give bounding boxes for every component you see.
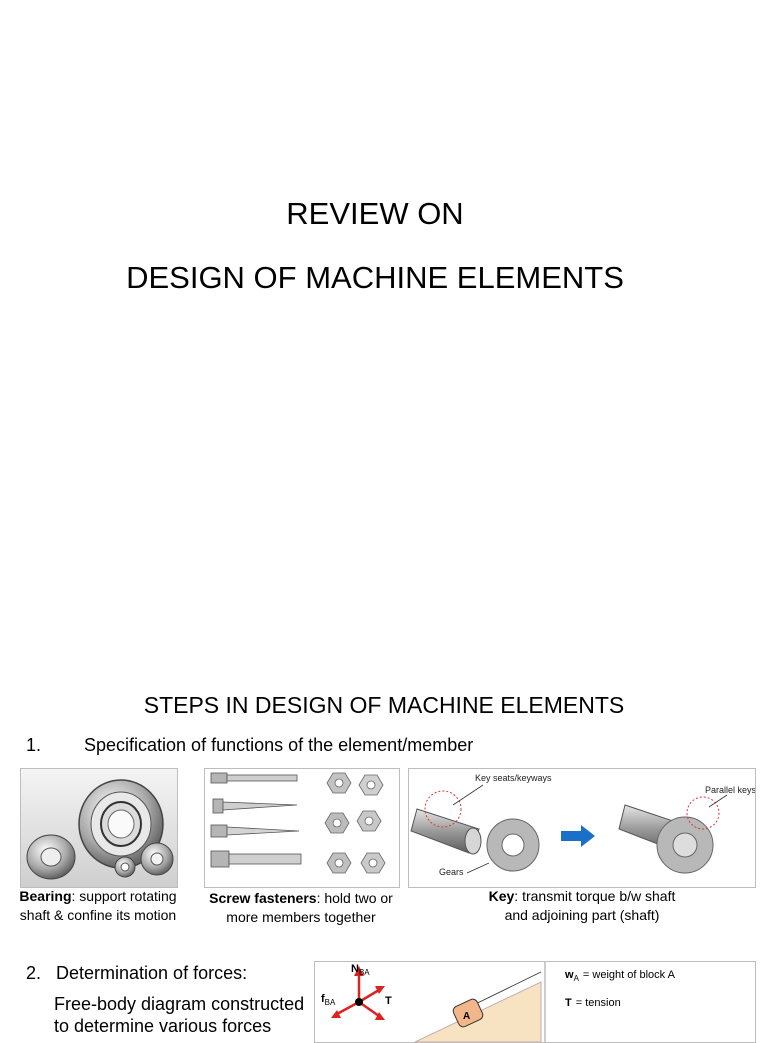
step1-number: 1. bbox=[26, 735, 42, 755]
fbd-t-label: T bbox=[385, 995, 392, 1007]
fbd-f-label: f bbox=[321, 993, 325, 1005]
screw-fasteners-desc-line2: more members together bbox=[226, 909, 376, 925]
fbd-f-sub: BA bbox=[325, 998, 336, 1007]
fbd-description: Free-body diagram constructed to determi… bbox=[54, 994, 305, 1036]
svg-text:T= tension: T = tension bbox=[565, 997, 621, 1009]
fbd-legend-w-sub: A bbox=[574, 974, 580, 983]
bearing-desc-line2: shaft & confine its motion bbox=[19, 907, 177, 923]
keyseats-label: Key seats/keyways bbox=[475, 773, 552, 783]
fbd-block-label: A bbox=[463, 1011, 470, 1022]
key-caption: Key: transmit torque b/w shaft and adjoi… bbox=[448, 887, 716, 925]
slide-heading: STEPS IN DESIGN OF MACHINE ELEMENTS bbox=[143, 692, 625, 718]
fbd-legend-w-text: = weight of block A bbox=[583, 969, 676, 981]
key-desc-line2: and adjoining part (shaft) bbox=[504, 907, 660, 923]
screw-fasteners-desc-line1: : hold two or bbox=[316, 890, 393, 906]
screw-fasteners-caption: Screw fasteners: hold two or more member… bbox=[200, 889, 402, 927]
fbd-legend-w-sym: w bbox=[564, 969, 574, 981]
key-image: Key seats/keyways Gears Parallel keys bbox=[408, 768, 756, 888]
bearing-name: Bearing bbox=[19, 888, 72, 904]
bearing-desc-line1: : support rotating bbox=[71, 888, 177, 904]
slide-title-line1: REVIEW ON bbox=[286, 196, 464, 231]
step2-number: 2. bbox=[26, 963, 42, 983]
svg-text:fBA: fBA bbox=[321, 993, 336, 1007]
bearing-caption: Bearing: support rotating shaft & confin… bbox=[8, 887, 188, 925]
slide-title-line2: DESIGN OF MACHINE ELEMENTS bbox=[126, 260, 624, 295]
free-body-diagram-image: NBA fBA T A wA= weight of block A T= ten… bbox=[314, 961, 756, 1043]
fbd-legend-t-text: = tension bbox=[576, 997, 621, 1009]
gears-label: Gears bbox=[439, 867, 464, 877]
screw-fasteners-name: Screw fasteners bbox=[209, 890, 317, 906]
screw-fasteners-image bbox=[204, 768, 400, 888]
key-desc-line1: : transmit torque b/w shaft bbox=[514, 888, 676, 904]
step1-text: Specification of functions of the elemen… bbox=[84, 735, 474, 755]
svg-text:wA= weight of block A: wA= weight of block A bbox=[564, 969, 676, 983]
fbd-n-sub: BA bbox=[359, 968, 370, 977]
fbd-legend-t-sym: T bbox=[565, 997, 572, 1009]
bearing-image bbox=[20, 768, 178, 888]
fbd-n-label: N bbox=[351, 963, 359, 975]
parallel-keys-label: Parallel keys bbox=[705, 785, 755, 795]
key-name: Key bbox=[488, 888, 515, 904]
step2-text: Determination of forces: bbox=[56, 963, 248, 983]
svg-text:NBA: NBA bbox=[351, 963, 370, 977]
